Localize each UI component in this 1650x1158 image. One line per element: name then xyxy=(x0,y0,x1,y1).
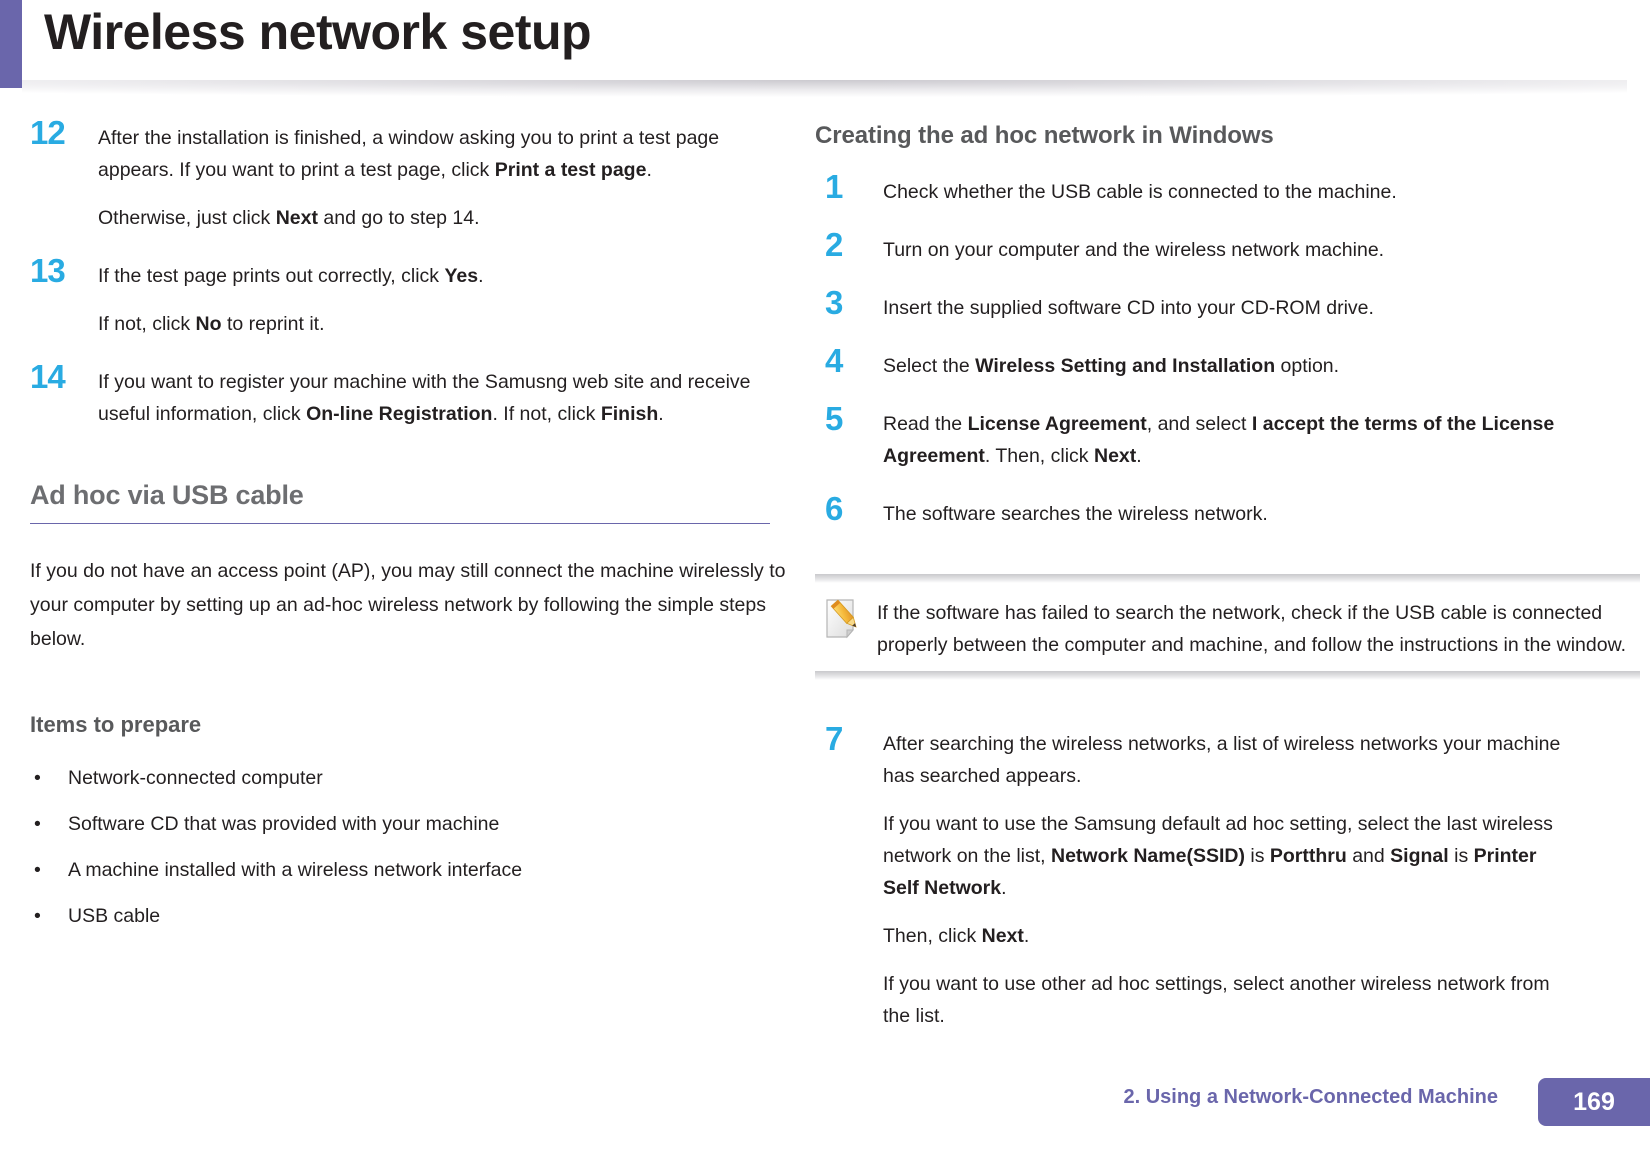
list-item: •A machine installed with a wireless net… xyxy=(30,854,790,886)
step-5: 5 Read the License Agreement, and select … xyxy=(815,400,1575,472)
step-3: 3 Insert the supplied software CD into yo… xyxy=(815,284,1575,324)
emphasis-text: License Agreement xyxy=(967,413,1147,435)
step-13: 13 If the test page prints out correctly,… xyxy=(30,252,790,340)
emphasis-text: On-line Registration xyxy=(306,403,493,425)
note-pencil-icon xyxy=(823,597,863,641)
step-6: 6 The software searches the wireless netw… xyxy=(815,490,1575,530)
emphasis-text: Finish xyxy=(600,403,659,425)
list-item: •Network-connected computer xyxy=(30,762,790,794)
page-title: Wireless network setup xyxy=(44,4,592,60)
page-footer: 2. Using a Network-Connected Machine 169 xyxy=(0,1078,1650,1128)
step-paragraph: If not, click No to reprint it. xyxy=(98,313,325,335)
emphasis-text: Signal xyxy=(1390,845,1449,867)
step-paragraph: Then, click Next. xyxy=(883,925,1030,947)
emphasis-text: Next xyxy=(981,925,1024,947)
bullet-dot-icon: • xyxy=(34,767,41,789)
note-text: If the software has failed to search the… xyxy=(877,602,1627,656)
footer-chapter-label: 2. Using a Network-Connected Machine xyxy=(1123,1086,1498,1108)
step-number: 1 xyxy=(825,168,843,205)
step-number: 7 xyxy=(825,720,843,757)
step-2: 2 Turn on your computer and the wireless … xyxy=(815,226,1575,266)
step-4: 4 Select the Wireless Setting and Install… xyxy=(815,342,1575,382)
right-column-heading: Creating the ad hoc network in Windows xyxy=(815,122,1274,149)
step-7: 7 After searching the wireless networks, … xyxy=(815,720,1575,1032)
page-header: Wireless network setup xyxy=(0,0,1650,102)
step-number: 2 xyxy=(825,226,843,263)
note-bottom-rule xyxy=(815,671,1640,680)
emphasis-text: Printer Self Network xyxy=(883,845,1537,899)
right-steps-before-note: 1 Check whether the USB cable is connecte… xyxy=(815,168,1575,530)
step-paragraph: If the test page prints out correctly, c… xyxy=(98,265,484,287)
step-number: 13 xyxy=(30,252,66,289)
section-heading-rule xyxy=(30,523,770,524)
step-paragraph: Read the License Agreement, and select I… xyxy=(883,413,1555,467)
step-number: 3 xyxy=(825,284,843,321)
step-paragraph: Turn on your computer and the wireless n… xyxy=(883,239,1385,261)
section-heading-ad-hoc-via-usb: Ad hoc via USB cable xyxy=(30,480,304,510)
step-paragraph: Otherwise, just click Next and go to ste… xyxy=(98,207,480,229)
step-paragraph: After the installation is finished, a wi… xyxy=(98,127,720,181)
bullet-dot-icon: • xyxy=(34,813,41,835)
emphasis-text: No xyxy=(195,313,222,335)
step-paragraph: If you want to use other ad hoc settings… xyxy=(883,973,1550,1027)
right-steps-after-note: 7 After searching the wireless networks, … xyxy=(815,720,1575,1032)
emphasis-text: Print a test page xyxy=(494,159,647,181)
step-12: 12 After the installation is finished, a … xyxy=(30,114,790,234)
step-paragraph: Check whether the USB cable is connected… xyxy=(883,181,1397,203)
step-14: 14 If you want to register your machine w… xyxy=(30,358,790,430)
header-shadow-divider xyxy=(22,80,1627,102)
note-callout: If the software has failed to search the… xyxy=(815,556,1640,694)
step-number: 4 xyxy=(825,342,843,379)
bullet-dot-icon: • xyxy=(34,905,41,927)
step-number: 5 xyxy=(825,400,843,437)
items-to-prepare-heading: Items to prepare xyxy=(30,712,202,737)
section-intro-text: If you do not have an access point (AP),… xyxy=(30,560,786,650)
items-to-prepare-list: •Network-connected computer •Software CD … xyxy=(30,762,790,932)
emphasis-text: Network Name(SSID) xyxy=(1051,845,1245,867)
step-paragraph: If you want to register your machine wit… xyxy=(98,371,751,425)
emphasis-text: Wireless Setting and Installation xyxy=(975,355,1276,377)
note-body: If the software has failed to search the… xyxy=(815,583,1640,671)
left-steps-list: 12 After the installation is finished, a … xyxy=(30,114,790,430)
emphasis-text: Portthru xyxy=(1269,845,1347,867)
header-accent-bar xyxy=(0,0,22,88)
footer-page-number-badge: 169 xyxy=(1538,1078,1650,1126)
left-column: 12 After the installation is finished, a … xyxy=(30,114,790,946)
step-paragraph: The software searches the wireless netwo… xyxy=(883,503,1268,525)
step-paragraph: Insert the supplied software CD into you… xyxy=(883,297,1374,319)
step-number: 12 xyxy=(30,114,66,151)
step-1: 1 Check whether the USB cable is connecte… xyxy=(815,168,1575,208)
emphasis-text: Next xyxy=(1093,445,1137,467)
bullet-dot-icon: • xyxy=(34,859,41,881)
list-item: •Software CD that was provided with your… xyxy=(30,808,790,840)
emphasis-text: Next xyxy=(275,207,318,229)
note-top-rule xyxy=(815,574,1640,583)
right-column: Creating the ad hoc network in Windows 1… xyxy=(815,122,1640,1058)
step-paragraph: After searching the wireless networks, a… xyxy=(883,733,1561,787)
list-item: •USB cable xyxy=(30,900,790,932)
step-number: 14 xyxy=(30,358,66,395)
step-paragraph: If you want to use the Samsung default a… xyxy=(883,813,1553,899)
step-number: 6 xyxy=(825,490,843,527)
emphasis-text: Yes xyxy=(444,265,479,287)
step-paragraph: Select the Wireless Setting and Installa… xyxy=(883,355,1340,377)
emphasis-text: I accept the terms of the License Agreem… xyxy=(883,413,1555,467)
